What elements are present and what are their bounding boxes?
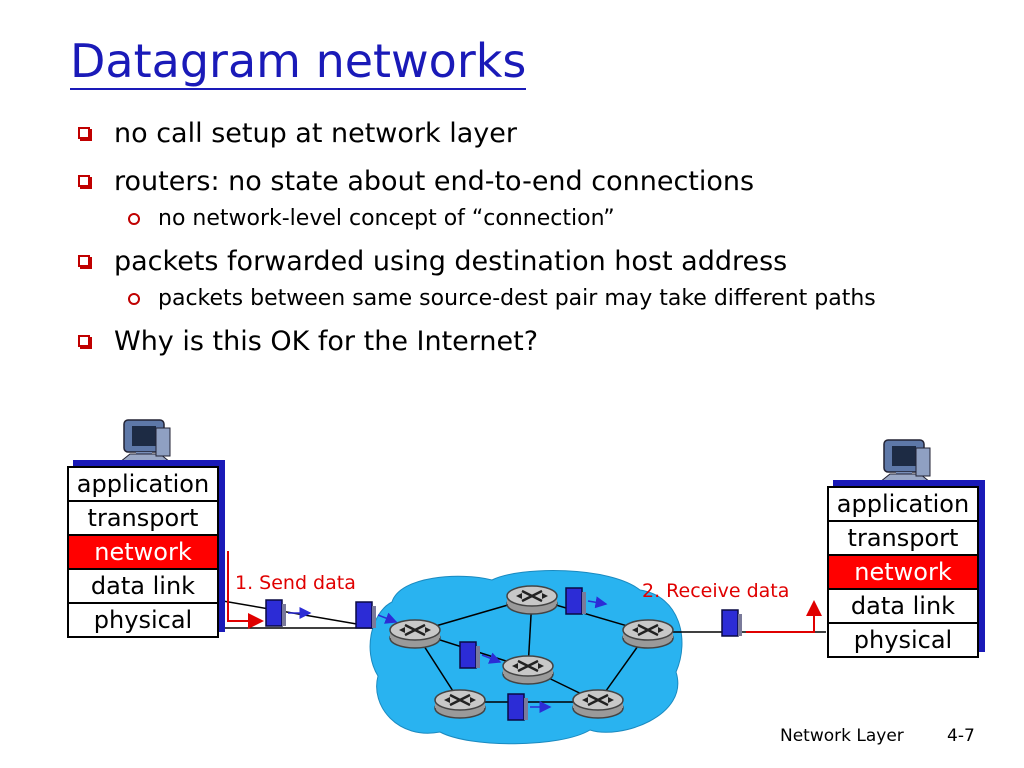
layer-physical: physical	[853, 626, 953, 654]
router-icon	[505, 584, 559, 616]
footer-title: Network Layer	[780, 726, 904, 746]
layer-data-link: data link	[829, 590, 977, 624]
layer-network: network	[829, 556, 977, 590]
router-icon	[621, 618, 675, 650]
router-icon	[388, 618, 442, 650]
layer-physical: physical	[93, 606, 193, 634]
layer-network: network	[69, 536, 217, 570]
page-number: 4-7	[947, 726, 975, 746]
packet-icon	[721, 609, 743, 637]
packet-motion-arrows	[288, 596, 608, 713]
layer-application: application	[829, 488, 977, 522]
bullet-why-ok: Why is this OK for the Internet?	[72, 324, 972, 360]
bullet-no-call-setup: no call setup at network layer	[72, 116, 972, 152]
packet-icon	[265, 599, 287, 627]
bullet-destination-address: packets forwarded using destination host…	[72, 244, 972, 280]
left-access-link	[216, 599, 381, 629]
sub-bullet-no-connection-concept: no network-level concept of “connection”	[114, 204, 972, 234]
layer-transport: transport	[829, 522, 977, 556]
bullet-routers-no-state: routers: no state about end-to-end conne…	[72, 164, 972, 200]
packet-icon	[355, 601, 377, 629]
router-icon	[433, 688, 487, 720]
right-computer-icon	[879, 439, 931, 483]
receive-data-label: 2. Receive data	[642, 580, 790, 602]
receive-arrow	[746, 600, 822, 633]
router-icon	[571, 688, 625, 720]
layer-data-link: data link	[69, 570, 217, 604]
layer-application: application	[69, 468, 217, 502]
right-host-protocol-stack: application transport network data link …	[827, 486, 979, 658]
sub-bullet-different-paths: packets between same source-dest pair ma…	[114, 284, 972, 314]
left-computer-icon	[119, 419, 171, 463]
send-data-label: 1. Send data	[235, 572, 356, 594]
send-arrow	[227, 551, 264, 629]
left-host-protocol-stack: application transport network data link …	[67, 466, 219, 638]
bullet-list: no call setup at network layer routers: …	[72, 116, 972, 372]
layer-transport: transport	[69, 502, 217, 536]
router-icon	[501, 654, 555, 686]
slide-title: Datagram networks	[70, 34, 527, 90]
